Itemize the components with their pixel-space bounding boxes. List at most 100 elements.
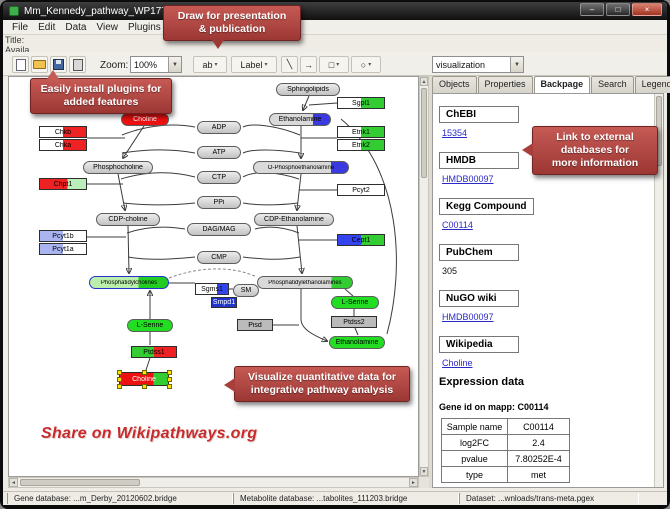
node-label: Sphingolipids — [287, 86, 329, 93]
tab-backpage[interactable]: Backpage — [533, 76, 591, 94]
selection-handle[interactable] — [117, 384, 122, 389]
callout-install-plugins: Easily install plugins for added feature… — [30, 70, 172, 115]
gene-node-chkb[interactable]: Chkb — [39, 126, 87, 138]
save-disk-icon — [53, 59, 64, 70]
ellipse-tool-button[interactable]: ○▾ — [351, 56, 381, 73]
expression-cell: type — [441, 466, 508, 483]
hmdb-link[interactable]: HMDB00097 — [442, 174, 494, 184]
text-tool-button[interactable]: ab▾ — [193, 56, 227, 73]
gene-node-sgms1[interactable]: Sgms1 — [195, 283, 229, 295]
selected-choline-node[interactable]: Choline — [117, 370, 172, 389]
gene-node-pisd[interactable]: Pisd — [237, 319, 273, 331]
selection-handle[interactable] — [167, 377, 172, 382]
metabolite-node-l-serine[interactable]: L-Serine — [127, 319, 173, 332]
metabolite-node-dag-mag[interactable]: DAG/MAG — [187, 223, 251, 236]
tab-legend[interactable]: Legend — [634, 76, 670, 93]
gene-node-cept1[interactable]: Cept1 — [337, 234, 385, 246]
menu-edit[interactable]: Edit — [38, 21, 56, 33]
close-button[interactable]: × — [632, 3, 662, 16]
zoom-combobox[interactable]: 100% ▼ — [130, 56, 182, 73]
menu-data[interactable]: Data — [65, 21, 87, 33]
title-bar[interactable]: Mm_Kennedy_pathway_WP1771_45176.gpml — [3, 2, 667, 20]
node-label: Etnk2 — [352, 141, 370, 149]
metabolite-node-cdp-choline[interactable]: CDP-choline — [96, 213, 160, 226]
metabolite-node-l-serine[interactable]: L-Serine — [331, 296, 379, 309]
gene-node-pcyt1b[interactable]: Pcyt1b — [39, 230, 87, 242]
node-label: CMP — [211, 254, 227, 261]
scroll-up-arrow-icon[interactable]: ▲ — [420, 77, 428, 86]
visualization-combobox[interactable]: visualization ▼ — [432, 56, 524, 73]
arrow-tool-button[interactable]: → — [300, 56, 317, 73]
status-bar: Gene database: ...m_Derby_20120602.bridg… — [3, 491, 667, 505]
metabolite-node-sm[interactable]: SM — [233, 284, 259, 297]
expression-cell: 2.4 — [507, 434, 570, 451]
chebi-link[interactable]: 15354 — [442, 128, 468, 138]
scroll-right-arrow-icon[interactable]: ► — [409, 478, 418, 487]
tab-objects[interactable]: Objects — [432, 76, 477, 93]
selection-handle[interactable] — [142, 384, 147, 389]
metabolite-node-ethanolamine[interactable]: Ethanolamine — [269, 113, 331, 126]
tab-properties[interactable]: Properties — [477, 76, 533, 93]
gene-node-pcyt2[interactable]: Pcyt2 — [337, 184, 385, 196]
metabolite-node-cdp-ethanolamine[interactable]: CDP-Ethanolamine — [254, 213, 334, 226]
menu-file[interactable]: File — [12, 21, 29, 33]
rectangle-tool-button[interactable]: □▾ — [319, 56, 349, 73]
node-label: Ptdss2 — [343, 318, 365, 326]
new-file-button[interactable] — [12, 56, 29, 73]
node-label: ATP — [212, 149, 226, 156]
gene-node-sgpl1[interactable]: Sgpl1 — [337, 97, 385, 109]
expression-data-heading: Expression data — [439, 376, 524, 388]
metabolite-node-ctp[interactable]: CTP — [197, 171, 241, 184]
metabolite-node-phosphocholine[interactable]: Phosphocholine — [83, 161, 153, 174]
nugo-wiki-link[interactable]: HMDB00097 — [442, 312, 494, 322]
panel-splitter[interactable] — [429, 76, 432, 488]
metabolite-node-ppi[interactable]: PPi — [197, 196, 241, 209]
gene-node-pcyt1a[interactable]: Pcyt1a — [39, 243, 87, 255]
metabolite-node-sphingolipids[interactable]: Sphingolipids — [276, 83, 340, 96]
selection-handle[interactable] — [167, 384, 172, 389]
kegg-compound-link[interactable]: C00114 — [442, 220, 473, 230]
gene-node-chpt1[interactable]: Chpt1 — [39, 178, 87, 190]
metabolite-node-ethanolamine[interactable]: Ethanolamine — [329, 336, 385, 349]
scroll-left-arrow-icon[interactable]: ◄ — [9, 478, 18, 487]
scroll-down-arrow-icon[interactable]: ▼ — [420, 467, 428, 476]
metabolite-database-status: Metabolite database: ...tabolites_111203… — [233, 493, 459, 504]
gene-node-smpd1[interactable]: Smpd1 — [211, 297, 237, 308]
selection-handle[interactable] — [117, 377, 122, 382]
menu-view[interactable]: View — [96, 21, 118, 33]
selection-handle[interactable] — [142, 370, 147, 375]
selection-handle[interactable] — [167, 370, 172, 375]
menu-plugins[interactable]: Plugins — [127, 21, 161, 33]
vertical-scroll-thumb[interactable] — [421, 88, 427, 178]
minimize-button[interactable]: – — [580, 3, 604, 16]
visualization-dropdown-arrow-icon[interactable]: ▼ — [510, 57, 523, 72]
selection-handle[interactable] — [117, 370, 122, 375]
tab-search[interactable]: Search — [591, 76, 634, 93]
chevron-down-icon: ▾ — [214, 62, 218, 68]
metabolite-node-cmp[interactable]: CMP — [197, 251, 241, 264]
node-label: Phosphatidylcholines — [100, 279, 158, 286]
metabolite-node-atp[interactable]: ATP — [197, 146, 241, 159]
line-tool-button[interactable]: ╲ — [281, 56, 298, 73]
gene-node-ptdss2[interactable]: Ptdss2 — [331, 316, 377, 328]
maximize-button[interactable]: □ — [606, 3, 630, 16]
metabolite-node-adp[interactable]: ADP — [197, 121, 241, 134]
metabolite-node-choline[interactable]: Choline — [121, 113, 169, 126]
gene-node-etnk1[interactable]: Etnk1 — [337, 126, 385, 138]
wikipedia-link[interactable]: Choline — [442, 358, 473, 368]
node-label: Chkb — [54, 128, 72, 136]
gene-node-chka[interactable]: Chka — [39, 139, 87, 151]
horizontal-scroll-thumb[interactable] — [20, 479, 140, 486]
label-tool-button[interactable]: Label▾ — [231, 56, 277, 73]
metabolite-node-phosphatidylcholines[interactable]: Phosphatidylcholines — [89, 276, 169, 289]
gene-node-ptdss1[interactable]: Ptdss1 — [131, 346, 177, 358]
gene-node-etnk2[interactable]: Etnk2 — [337, 139, 385, 151]
zoom-dropdown-arrow-icon[interactable]: ▼ — [168, 57, 181, 72]
copy-button[interactable] — [69, 56, 86, 73]
metabolite-node-o-phosphoethanolamine[interactable]: O-Phosphoethanolamine — [253, 161, 349, 174]
node-label: Choline — [133, 116, 157, 123]
node-label: Sgpl1 — [352, 99, 370, 107]
metabolite-node-phosphatidylethanolamines[interactable]: Phosphatidylethanolamines — [257, 276, 353, 289]
open-file-button[interactable] — [31, 56, 48, 73]
